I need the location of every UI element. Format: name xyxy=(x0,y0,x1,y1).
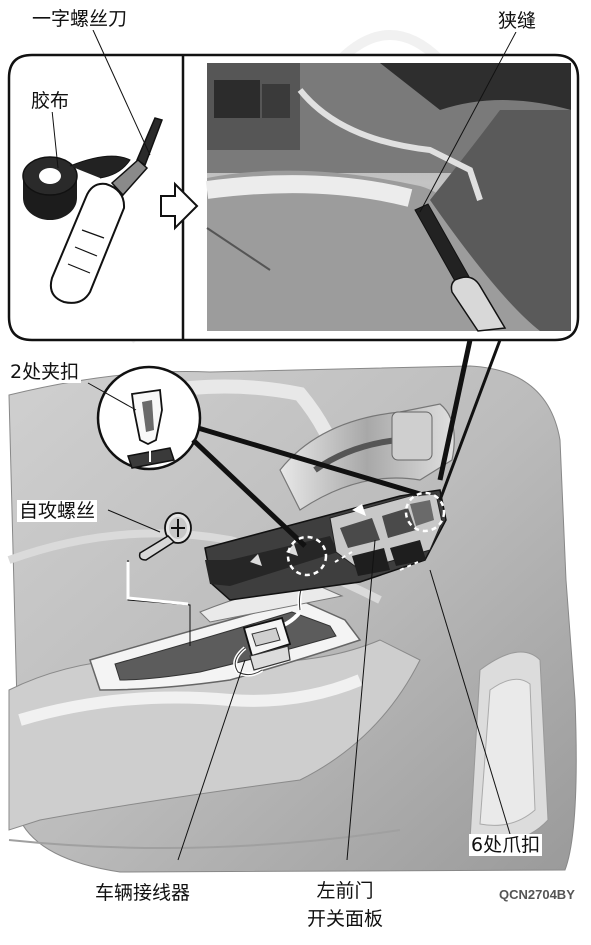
figure-code: QCN2704BY xyxy=(499,887,575,902)
detail-photo xyxy=(205,63,571,331)
callout-lines xyxy=(191,339,502,548)
label-panel-line2: 开关面板 xyxy=(306,908,383,930)
photo-screwdriver xyxy=(414,203,507,332)
label-flat-screwdriver: 一字螺丝刀 xyxy=(30,8,130,30)
label-tape: 胶布 xyxy=(29,90,72,112)
label-left-front-door-switch-panel: 左前门 开关面板 xyxy=(280,877,410,933)
vehicle-connector xyxy=(242,616,292,671)
label-vehicle-connector: 车辆接线器 xyxy=(93,882,193,904)
clip-callout xyxy=(96,365,202,471)
label-panel-line1: 左前门 xyxy=(316,880,374,902)
clip-location-markers xyxy=(286,491,446,577)
tape-roll-icon xyxy=(22,155,131,220)
screwdriver-icon xyxy=(49,117,163,304)
leader-lines xyxy=(51,29,517,861)
arrow-right-icon xyxy=(160,181,199,231)
label-gap: 狭缝 xyxy=(496,10,539,32)
switch-panel xyxy=(204,489,447,601)
screw-leader-white xyxy=(126,562,189,606)
label-six-claws: 6处爪扣 xyxy=(469,834,543,856)
label-two-clips: 2处夹扣 xyxy=(8,361,82,383)
claw-location-markers xyxy=(334,551,419,571)
label-tapping-screw: 自攻螺丝 xyxy=(17,500,98,522)
tapping-screw-icon xyxy=(138,512,192,561)
